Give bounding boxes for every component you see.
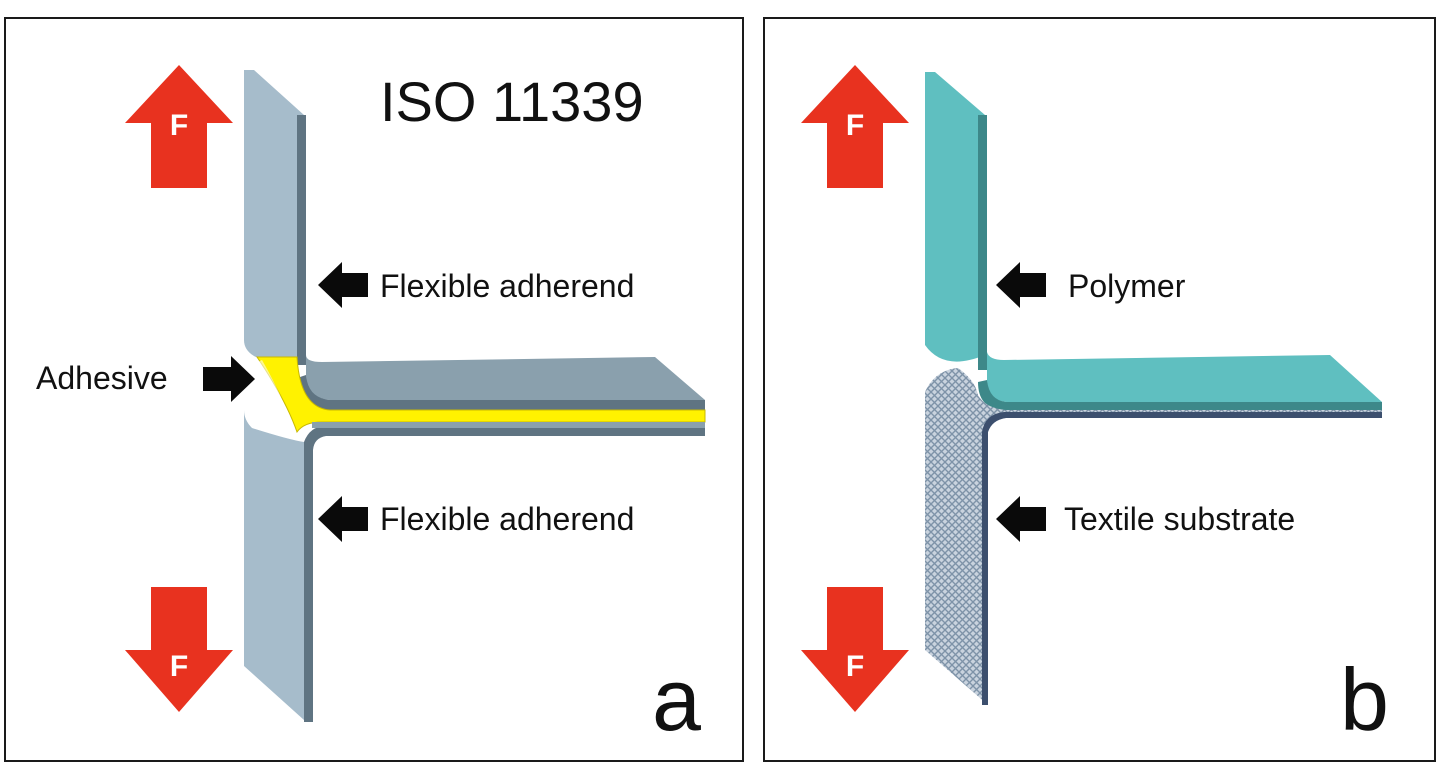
pointer-arrow-adhesive-icon bbox=[203, 356, 255, 402]
adhesive-layer bbox=[252, 356, 706, 434]
pointer-arrow-polymer-icon bbox=[996, 262, 1046, 308]
force-label-top: F bbox=[170, 109, 188, 142]
textile-substrate bbox=[925, 368, 1382, 705]
lower-adherend bbox=[244, 410, 705, 722]
label-upper-adherend: Flexible adherend bbox=[380, 268, 634, 304]
force-arrow-up-icon: F bbox=[125, 65, 233, 188]
pointer-arrow-upper-icon bbox=[318, 262, 368, 308]
label-adhesive: Adhesive bbox=[36, 360, 168, 396]
label-lower-adherend: Flexible adherend bbox=[380, 501, 634, 537]
label-substrate: Textile substrate bbox=[1064, 501, 1295, 537]
pointer-arrow-substrate-icon bbox=[996, 496, 1046, 542]
panel-letter-b: b bbox=[1340, 650, 1389, 749]
polymer-layer bbox=[925, 72, 1382, 410]
force-label-bottom: F bbox=[170, 650, 188, 683]
panel-letter-a: a bbox=[652, 650, 701, 749]
upper-adherend bbox=[244, 70, 705, 410]
force-label-bottom-b: F bbox=[846, 650, 864, 683]
force-arrow-up-icon-b: F bbox=[801, 65, 909, 188]
panel-a: F F ISO 11339 Flexi bbox=[4, 17, 744, 762]
force-arrow-down-icon: F bbox=[125, 587, 233, 712]
label-polymer: Polymer bbox=[1068, 268, 1186, 304]
panel-b: F F Polymer Textile substrate b bbox=[763, 17, 1436, 762]
force-arrow-down-icon-b: F bbox=[801, 587, 909, 712]
force-label-top-b: F bbox=[846, 109, 864, 142]
standard-label: ISO 11339 bbox=[380, 70, 644, 133]
pointer-arrow-lower-icon bbox=[318, 496, 368, 542]
